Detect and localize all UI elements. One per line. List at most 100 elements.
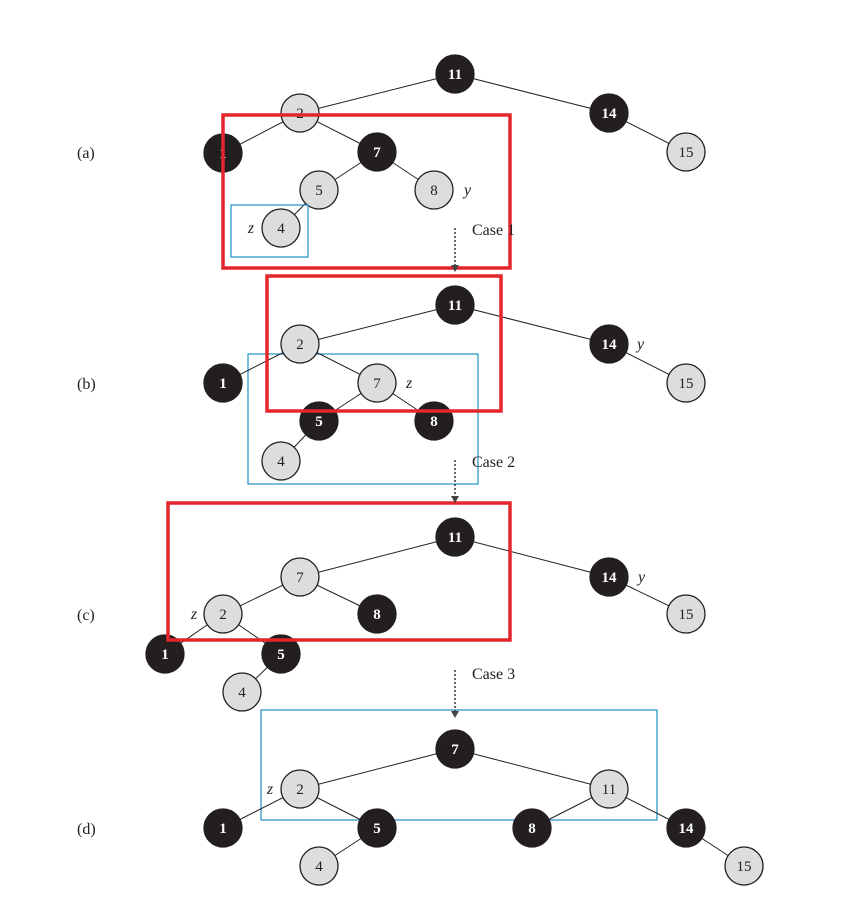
node-circle — [203, 594, 243, 634]
node-key-label: 11 — [602, 782, 616, 798]
node-key-label: 11 — [448, 530, 462, 546]
tree-node-d-7: 7 — [435, 729, 475, 769]
node-key-label: 15 — [679, 376, 694, 392]
node-key-label: 7 — [296, 570, 304, 586]
pointer-label-y: y — [636, 569, 646, 586]
tree-node-a-4: 4 — [261, 208, 301, 248]
node-key-label: 8 — [430, 183, 438, 199]
tree-node-a-2: 2 — [280, 93, 320, 133]
case-label-1: Case 1 — [472, 222, 515, 239]
node-key-label: 8 — [430, 414, 438, 430]
case1-blue-box — [230, 204, 309, 258]
node-circle — [435, 285, 475, 325]
node-key-label: 4 — [315, 859, 323, 875]
transition-arrow-1: Case 1 — [451, 222, 515, 272]
tree-node-b-11: 11 — [435, 285, 475, 325]
node-key-label: 8 — [373, 607, 381, 623]
panel-label-c: (c) — [77, 607, 95, 624]
arrow-head-icon — [451, 711, 459, 718]
node-key-label: 1 — [161, 647, 169, 663]
pointer-label-y: y — [635, 336, 645, 353]
tree-node-d-14: 14 — [666, 808, 706, 848]
node-circle — [203, 363, 243, 403]
node-key-label: 5 — [373, 821, 381, 837]
node-circle — [666, 363, 706, 403]
tree-node-a-14: 14 — [589, 93, 629, 133]
node-circle — [280, 557, 320, 597]
node-key-label: 14 — [602, 106, 618, 122]
node-circle — [299, 846, 339, 886]
node-key-label: 1 — [219, 376, 227, 392]
tree-node-a-11: 11 — [435, 54, 475, 94]
node-circle — [435, 54, 475, 94]
tree-node-a-15: 15 — [666, 132, 706, 172]
node-key-label: 11 — [448, 298, 462, 314]
tree-node-d-15: 15 — [724, 846, 764, 886]
highlight-boxes-behind — [247, 353, 658, 821]
tree-node-b-1: 1 — [203, 363, 243, 403]
node-key-label: 11 — [448, 67, 462, 83]
node-circle — [145, 634, 185, 674]
edge-c-11-7 — [299, 536, 456, 578]
tree-node-d-1: 1 — [203, 808, 243, 848]
node-circle — [299, 170, 339, 210]
node-circle — [357, 363, 397, 403]
node-circle — [280, 769, 320, 809]
arrow-head-icon — [451, 265, 459, 272]
node-circle — [589, 324, 629, 364]
node-circle — [261, 634, 301, 674]
pointer-label-y: y — [462, 182, 472, 199]
tree-node-b-8: 8 — [414, 401, 454, 441]
node-circle — [589, 769, 629, 809]
case3-red-box — [166, 501, 512, 642]
tree-node-d-11: 11 — [589, 769, 629, 809]
node-key-label: 7 — [373, 145, 381, 161]
panel-label-d: (d) — [77, 821, 96, 838]
node-circle — [280, 324, 320, 364]
edge-c-11-14 — [454, 536, 610, 578]
node-circle — [435, 729, 475, 769]
node-circle — [435, 517, 475, 557]
node-circle — [414, 170, 454, 210]
node-key-label: 15 — [679, 145, 694, 161]
node-circle — [589, 557, 629, 597]
node-circle — [261, 441, 301, 481]
node-key-label: 2 — [296, 782, 304, 798]
pointer-label-z: z — [405, 375, 413, 392]
tree-node-b-14: 14 — [589, 324, 629, 364]
pointer-label-z: z — [190, 606, 198, 623]
node-circle — [357, 594, 397, 634]
tree-node-b-5: 5 — [299, 401, 339, 441]
node-key-label: 7 — [451, 742, 459, 758]
tree-node-c-7: 7 — [280, 557, 320, 597]
case1-red-box — [221, 113, 512, 270]
edge-a-11-2 — [299, 73, 456, 114]
tree-node-a-5: 5 — [299, 170, 339, 210]
tree-node-c-11: 11 — [435, 517, 475, 557]
tree-node-c-14: 14 — [589, 557, 629, 597]
node-key-label: 15 — [737, 859, 752, 875]
tree-node-d-8: 8 — [512, 808, 552, 848]
case2-blue-box — [247, 353, 479, 485]
panel-label-a: (a) — [77, 145, 95, 162]
tree-node-b-15: 15 — [666, 363, 706, 403]
tree-node-c-4: 4 — [222, 672, 262, 712]
tree-node-c-8: 8 — [357, 594, 397, 634]
tree-node-c-5: 5 — [261, 634, 301, 674]
tree-node-d-4: 4 — [299, 846, 339, 886]
node-key-label: 5 — [315, 183, 323, 199]
node-key-label: 4 — [238, 685, 246, 701]
pointer-label-z: z — [266, 781, 274, 798]
tree-node-a-7: 7 — [357, 132, 397, 172]
node-key-label: 2 — [296, 337, 304, 353]
transition-arrow-2: Case 2 — [451, 454, 515, 503]
node-key-label: 5 — [315, 414, 323, 430]
case2-red-box — [265, 274, 503, 413]
transition-arrow-3: Case 3 — [451, 666, 515, 718]
node-circle — [203, 808, 243, 848]
highlight-boxes-front — [166, 113, 512, 642]
tree-node-c-15: 15 — [666, 594, 706, 634]
tree-node-a-8: 8 — [414, 170, 454, 210]
